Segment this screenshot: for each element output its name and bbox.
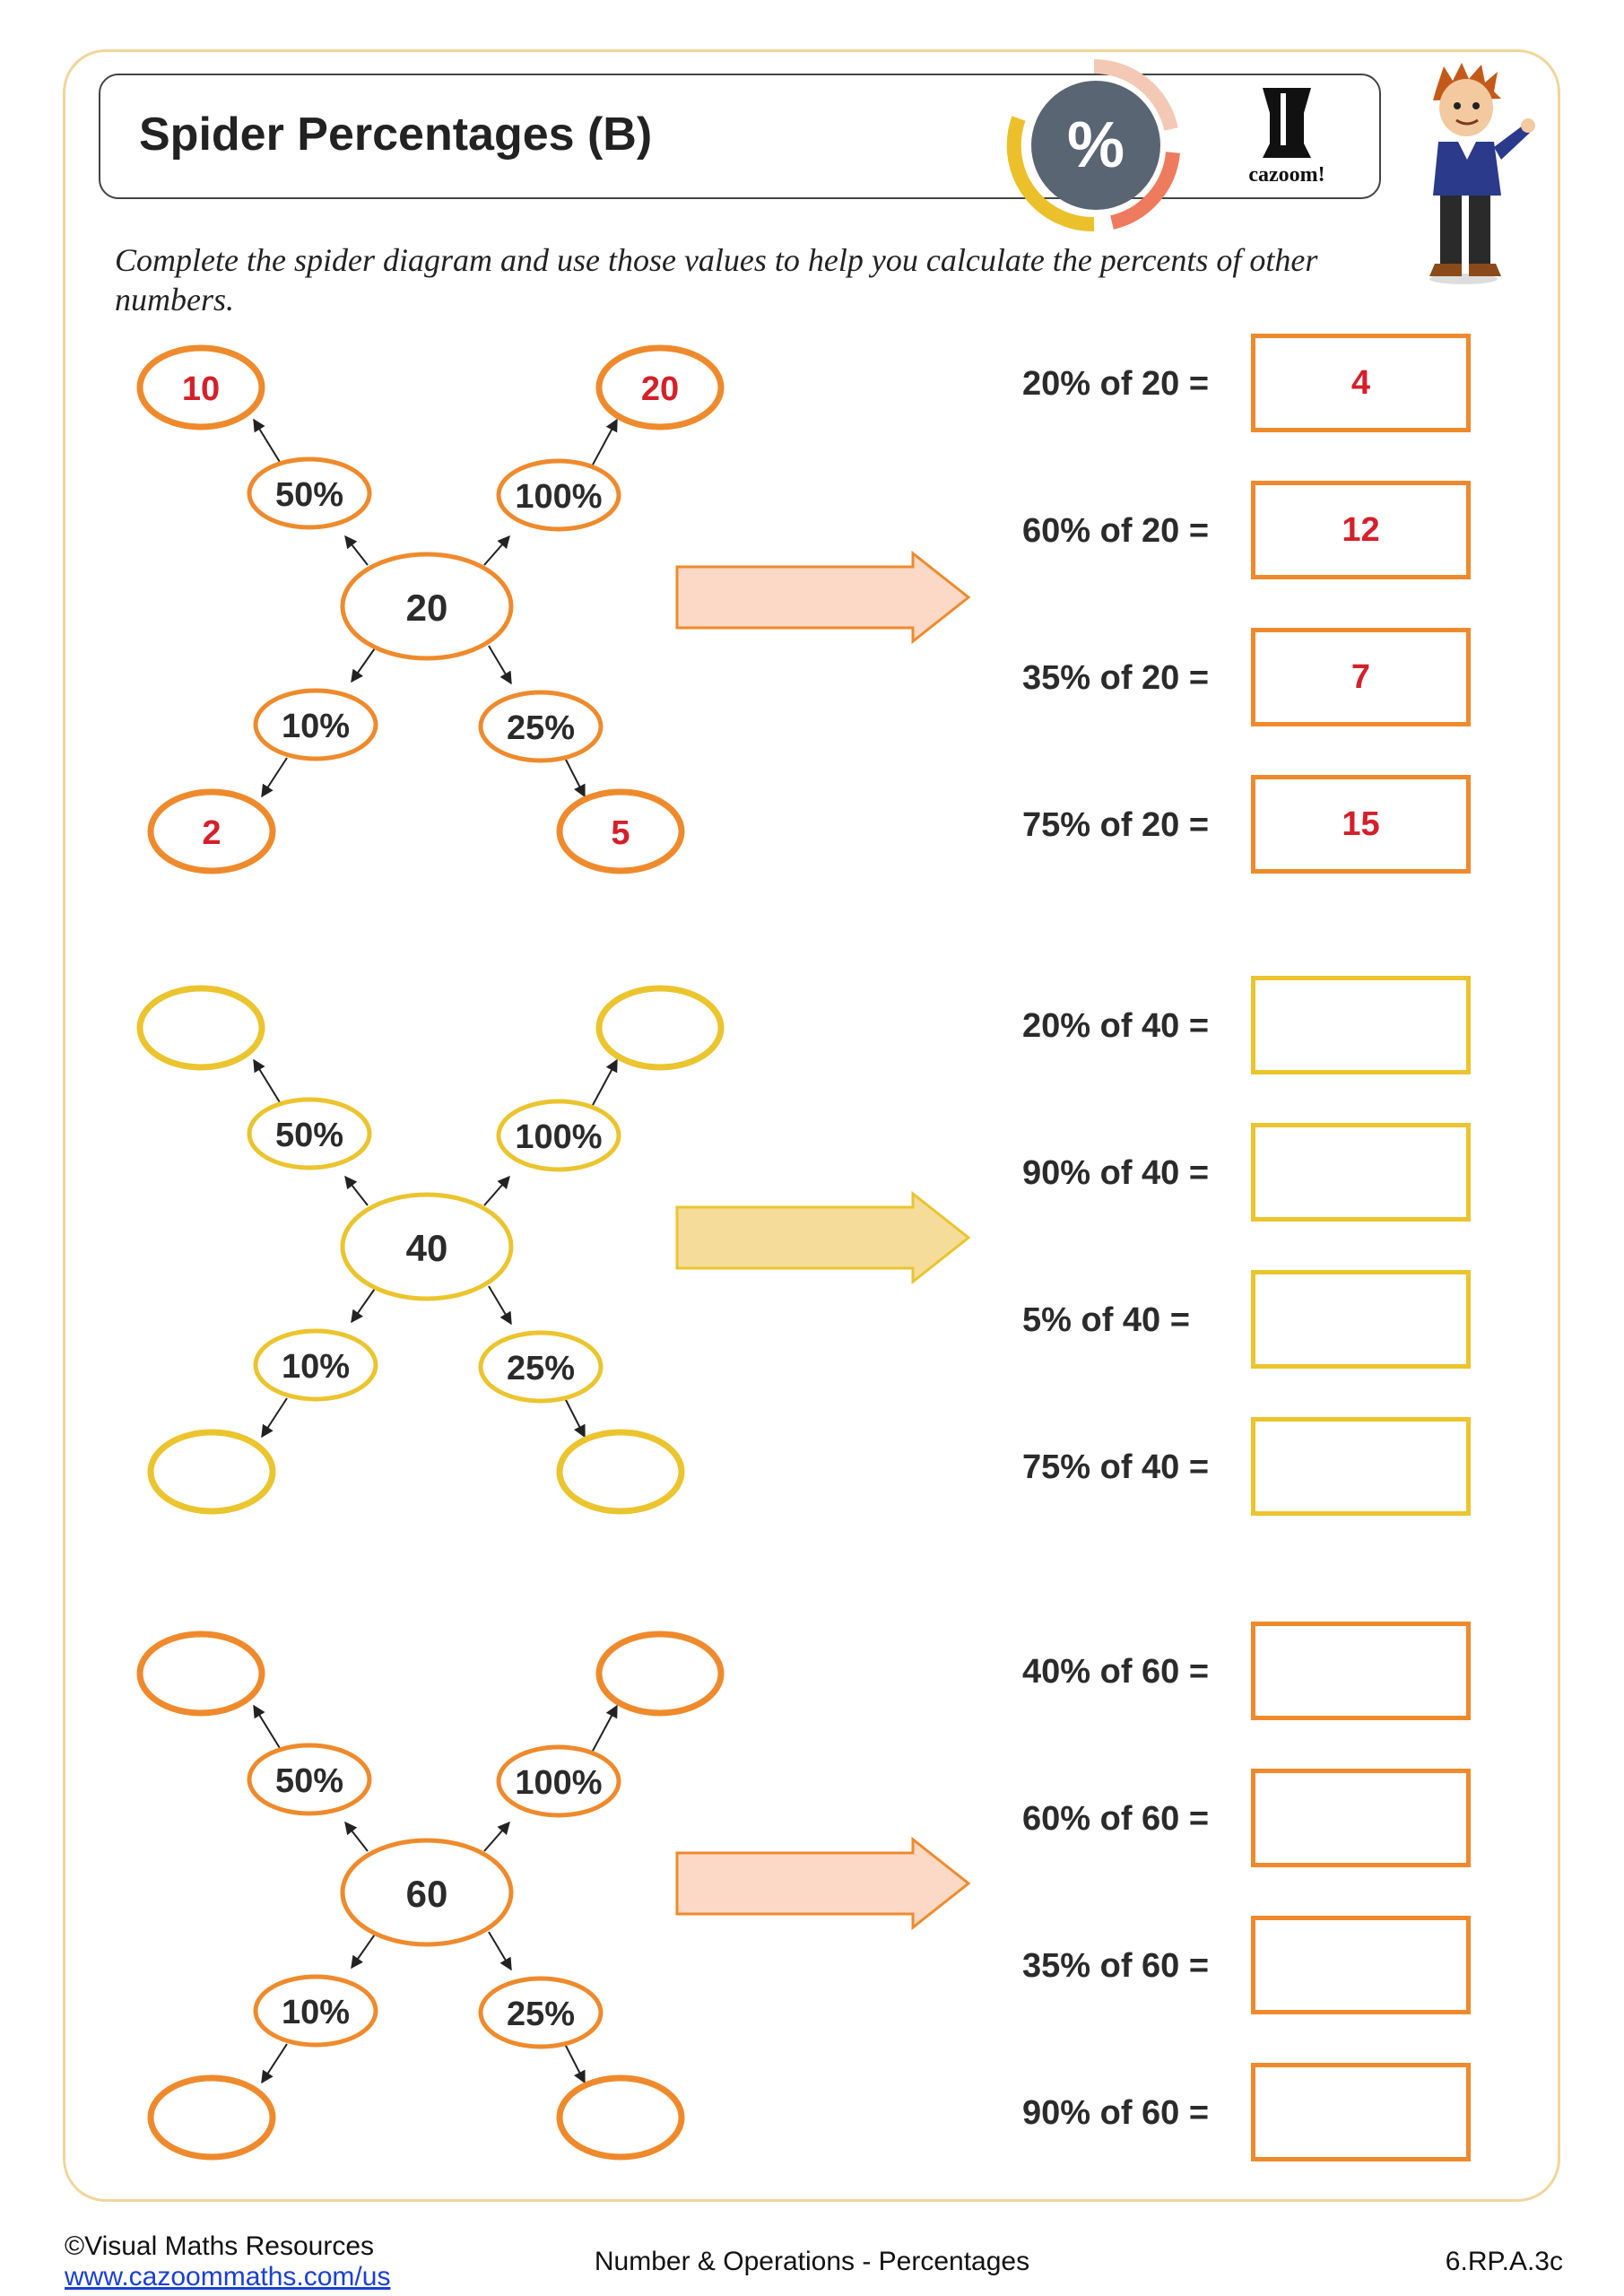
spider-2-answer-top-right[interactable] xyxy=(595,985,725,1071)
question-3-4: 90% of 60 = xyxy=(1022,2094,1210,2132)
spider-1-answer-bottom-right[interactable] xyxy=(556,788,685,874)
answer-box-3-3[interactable] xyxy=(1251,1916,1471,2014)
spider-2-right-arrow-icon xyxy=(675,1190,971,1285)
spider-1-answer-top-right[interactable] xyxy=(595,344,725,430)
answer-box-3-1[interactable] xyxy=(1251,1622,1471,1720)
spider-1: 20 50% 100% 10% 25% 10 20 2 5 xyxy=(136,344,971,874)
footer-website-link[interactable]: www.cazoommaths.com/us xyxy=(65,2262,391,2292)
spider-3-answer-bottom-right[interactable] xyxy=(556,2074,685,2161)
spider-2-label-bottom-left xyxy=(253,1328,378,1402)
spider-3-answer-top-left[interactable] xyxy=(136,1631,265,1717)
instructions-text: Complete the spider diagram and use thos… xyxy=(115,242,1318,317)
spider-3-answer-bottom-left[interactable] xyxy=(147,2074,276,2161)
spider-2-answer-bottom-left[interactable] xyxy=(147,1429,276,1515)
question-3-2: 60% of 60 = xyxy=(1022,1800,1210,1838)
spider-3-center-value: 60 xyxy=(406,1873,448,1915)
question-1-1: 20% of 20 = xyxy=(1022,365,1210,403)
spider-3-label-top-left xyxy=(247,1743,372,1816)
spider-2-label-top-right-text: 100% xyxy=(515,1118,602,1156)
question-3-1: 40% of 60 = xyxy=(1022,1653,1210,1691)
spider-3-label-top-left-text: 50% xyxy=(275,1762,343,1800)
spider-2-answer-top-left[interactable] xyxy=(136,985,265,1071)
spider-1-label-top-left-text: 50% xyxy=(275,476,343,514)
spider-1-label-bottom-right xyxy=(478,690,604,763)
spider-3-label-bottom-right-text: 25% xyxy=(507,1996,575,2033)
spider-3-label-top-right-text: 100% xyxy=(515,1764,602,1802)
footer-standard-code: 6.RP.A.3c xyxy=(1445,2247,1563,2276)
spider-1-answer-top-left-text: 10 xyxy=(182,370,220,408)
spider-3-label-top-right xyxy=(496,1744,621,1818)
spider-3-center xyxy=(340,1838,514,1947)
spider-1-answer-bottom-right-text: 5 xyxy=(611,814,630,852)
mascot-boy-icon xyxy=(1429,63,1535,284)
answer-box-2-2[interactable] xyxy=(1251,1123,1471,1222)
answer-box-1-3[interactable]: 7 xyxy=(1251,628,1471,726)
answer-box-1-1[interactable]: 4 xyxy=(1251,334,1471,432)
spider-2: 40 50% 100% 10% 25% xyxy=(136,985,971,1515)
question-1-3: 35% of 20 = xyxy=(1022,659,1210,697)
spider-1-right-arrow-icon xyxy=(675,550,971,645)
question-2-4: 75% of 40 = xyxy=(1022,1448,1210,1486)
spider-3: 60 50% 100% 10% 25% xyxy=(136,1631,971,2161)
spider-2-answer-bottom-right[interactable] xyxy=(556,1429,685,1515)
spider-3-right-arrow-icon xyxy=(675,1836,971,1931)
answer-box-2-3[interactable] xyxy=(1251,1270,1471,1369)
spider-3-connectors xyxy=(253,1704,618,2084)
spider-1-label-bottom-left xyxy=(253,688,378,761)
spider-2-label-bottom-right-text: 25% xyxy=(507,1350,575,1387)
spider-2-label-top-right xyxy=(496,1099,621,1172)
spider-3-label-bottom-left xyxy=(253,1974,378,2048)
spider-1-center-value: 20 xyxy=(406,587,448,629)
spider-2-label-bottom-left-text: 10% xyxy=(282,1348,350,1386)
spider-1-answer-top-right-text: 20 xyxy=(641,370,679,408)
question-2-1: 20% of 40 = xyxy=(1022,1007,1210,1045)
spider-1-label-top-right xyxy=(496,458,621,532)
answer-box-3-2[interactable] xyxy=(1251,1769,1471,1867)
percent-badge-icon: % xyxy=(1006,59,1180,232)
spider-1-label-bottom-right-text: 25% xyxy=(507,709,575,747)
spider-1-label-top-right-text: 100% xyxy=(515,478,602,516)
spider-1-connectors xyxy=(253,418,618,798)
question-1-2: 60% of 20 = xyxy=(1022,512,1210,550)
badge-symbol: % xyxy=(1067,109,1125,181)
answer-box-2-4[interactable] xyxy=(1251,1417,1471,1516)
page-title: Spider Percentages (B) xyxy=(139,109,653,161)
spider-3-answer-top-right[interactable] xyxy=(595,1631,725,1717)
answer-box-1-2[interactable]: 12 xyxy=(1251,481,1471,579)
footer-topic: Number & Operations - Percentages xyxy=(594,2247,1030,2276)
spider-1-answer-bottom-left-text: 2 xyxy=(202,814,221,852)
footer-copyright: ©Visual Maths Resources xyxy=(65,2231,375,2261)
logo-text: cazoom! xyxy=(1248,163,1324,187)
spider-1-answer-top-left[interactable] xyxy=(136,344,265,430)
spider-2-label-top-left xyxy=(247,1097,372,1170)
answer-box-2-1[interactable] xyxy=(1251,976,1471,1074)
answer-box-3-4[interactable] xyxy=(1251,2063,1471,2161)
cazoom-logo: cazoom! xyxy=(1229,81,1345,190)
spider-1-label-bottom-left-text: 10% xyxy=(282,708,350,745)
spider-3-label-bottom-left-text: 10% xyxy=(282,1994,350,2031)
spider-2-connectors xyxy=(253,1058,618,1439)
spider-1-label-top-left xyxy=(247,457,372,530)
question-1-4: 75% of 20 = xyxy=(1022,806,1210,844)
spider-3-label-bottom-right xyxy=(478,1976,604,2049)
spider-2-label-top-left-text: 50% xyxy=(275,1117,343,1154)
spider-1-answer-bottom-left[interactable] xyxy=(147,788,276,874)
page-frame xyxy=(63,49,1560,2202)
spider-2-label-bottom-right xyxy=(478,1330,604,1404)
answer-box-1-4[interactable]: 15 xyxy=(1251,775,1471,874)
spider-2-center-value: 40 xyxy=(406,1227,448,1269)
question-3-3: 35% of 60 = xyxy=(1022,1947,1210,1985)
question-2-3: 5% of 40 = xyxy=(1022,1301,1190,1339)
spider-2-center xyxy=(340,1192,514,1301)
spider-1-center xyxy=(340,552,514,661)
footer-left: ©Visual Maths Resources www.cazoommaths.… xyxy=(65,2231,390,2292)
question-2-2: 90% of 40 = xyxy=(1022,1154,1210,1192)
